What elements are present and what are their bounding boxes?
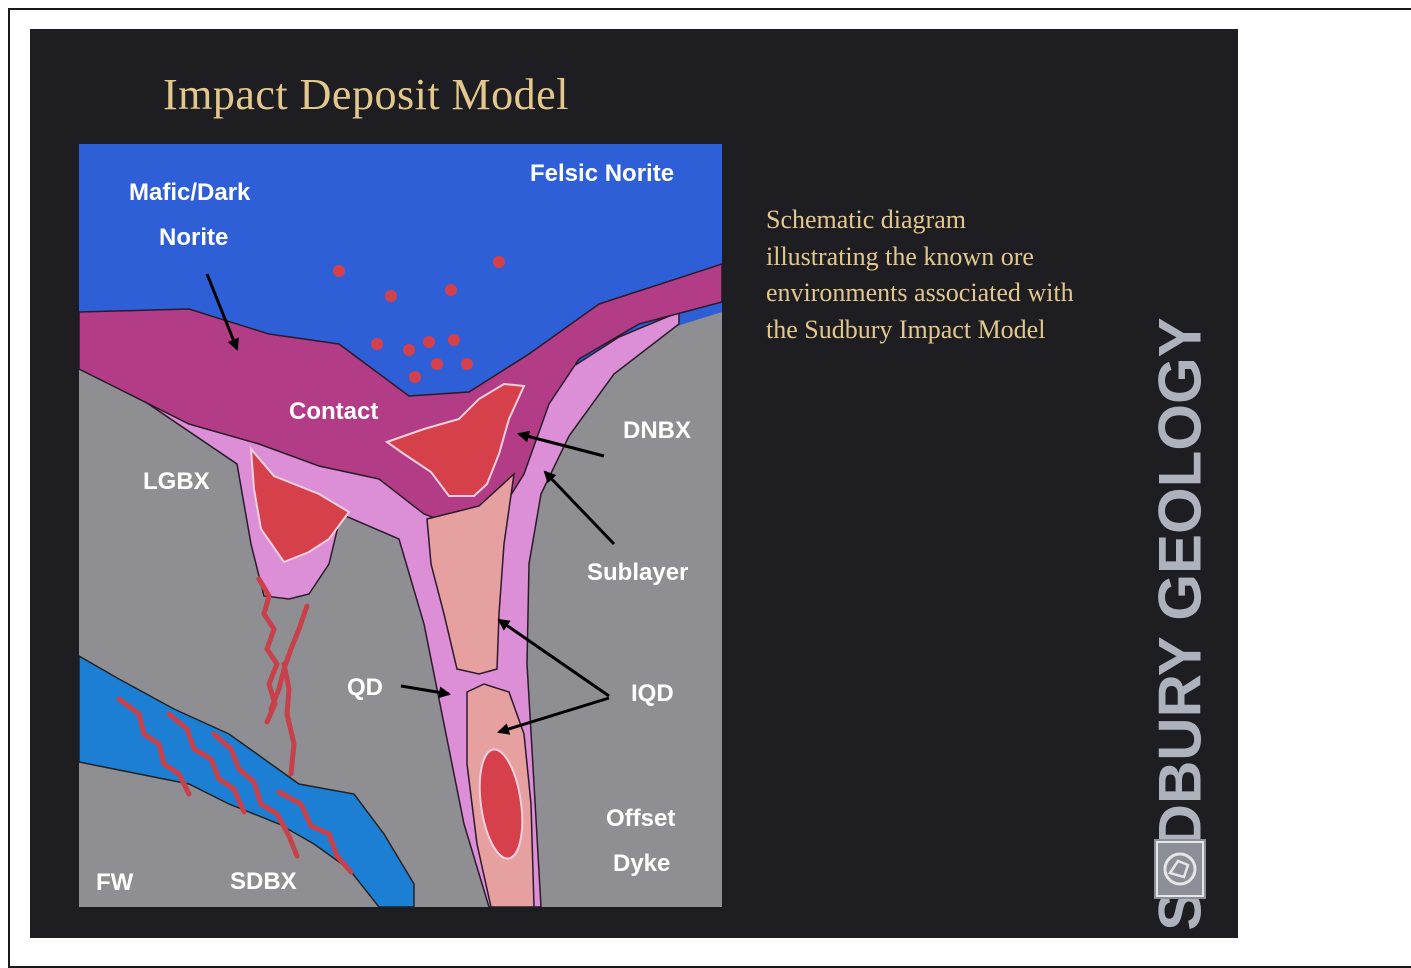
label-felsic-norite: Felsic Norite — [530, 160, 674, 187]
caption-line: Schematic diagram — [766, 202, 1146, 239]
impact-deposit-diagram: Mafic/Dark Norite Felsic Norite Contact … — [79, 144, 722, 907]
label-mafic-dark: Mafic/Dark — [129, 179, 251, 206]
label-dnbx: DNBX — [623, 417, 691, 444]
caption-line: the Sudbury Impact Model — [766, 312, 1146, 349]
caption-line: illustrating the known ore — [766, 239, 1146, 276]
label-qd: QD — [347, 674, 383, 701]
label-norite: Norite — [159, 224, 228, 251]
slide: Impact Deposit Model — [30, 29, 1238, 938]
label-sublayer: Sublayer — [587, 559, 688, 586]
caption-line: environments associated with — [766, 275, 1146, 312]
label-fw: FW — [96, 869, 134, 896]
label-offset: Offset — [606, 805, 675, 832]
slide-title: Impact Deposit Model — [163, 69, 569, 120]
label-lgbx: LGBX — [143, 468, 210, 495]
sudbury-logo-icon — [1154, 839, 1206, 899]
label-dyke: Dyke — [613, 850, 670, 877]
label-contact: Contact — [289, 398, 378, 425]
label-iqd: IQD — [631, 680, 674, 707]
caption: Schematic diagram illustrating the known… — [766, 202, 1146, 348]
label-sdbx: SDBX — [230, 868, 297, 895]
